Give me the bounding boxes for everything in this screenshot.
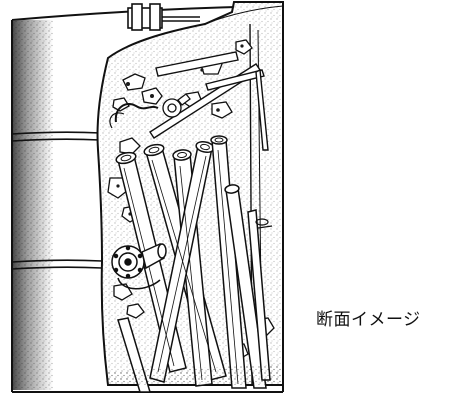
- valve-fitting: [111, 242, 167, 290]
- small-fitting: [162, 93, 191, 118]
- pipe-bores: [120, 137, 224, 162]
- wire-hook: [114, 103, 159, 123]
- drum-interior-cutaway: [96, 0, 284, 393]
- drum-lid-clamp: [127, 3, 200, 31]
- figure-caption: 断面イメージ: [316, 310, 421, 330]
- base-sediment: [108, 364, 283, 385]
- boards: [149, 51, 269, 151]
- small-ring: [255, 218, 273, 229]
